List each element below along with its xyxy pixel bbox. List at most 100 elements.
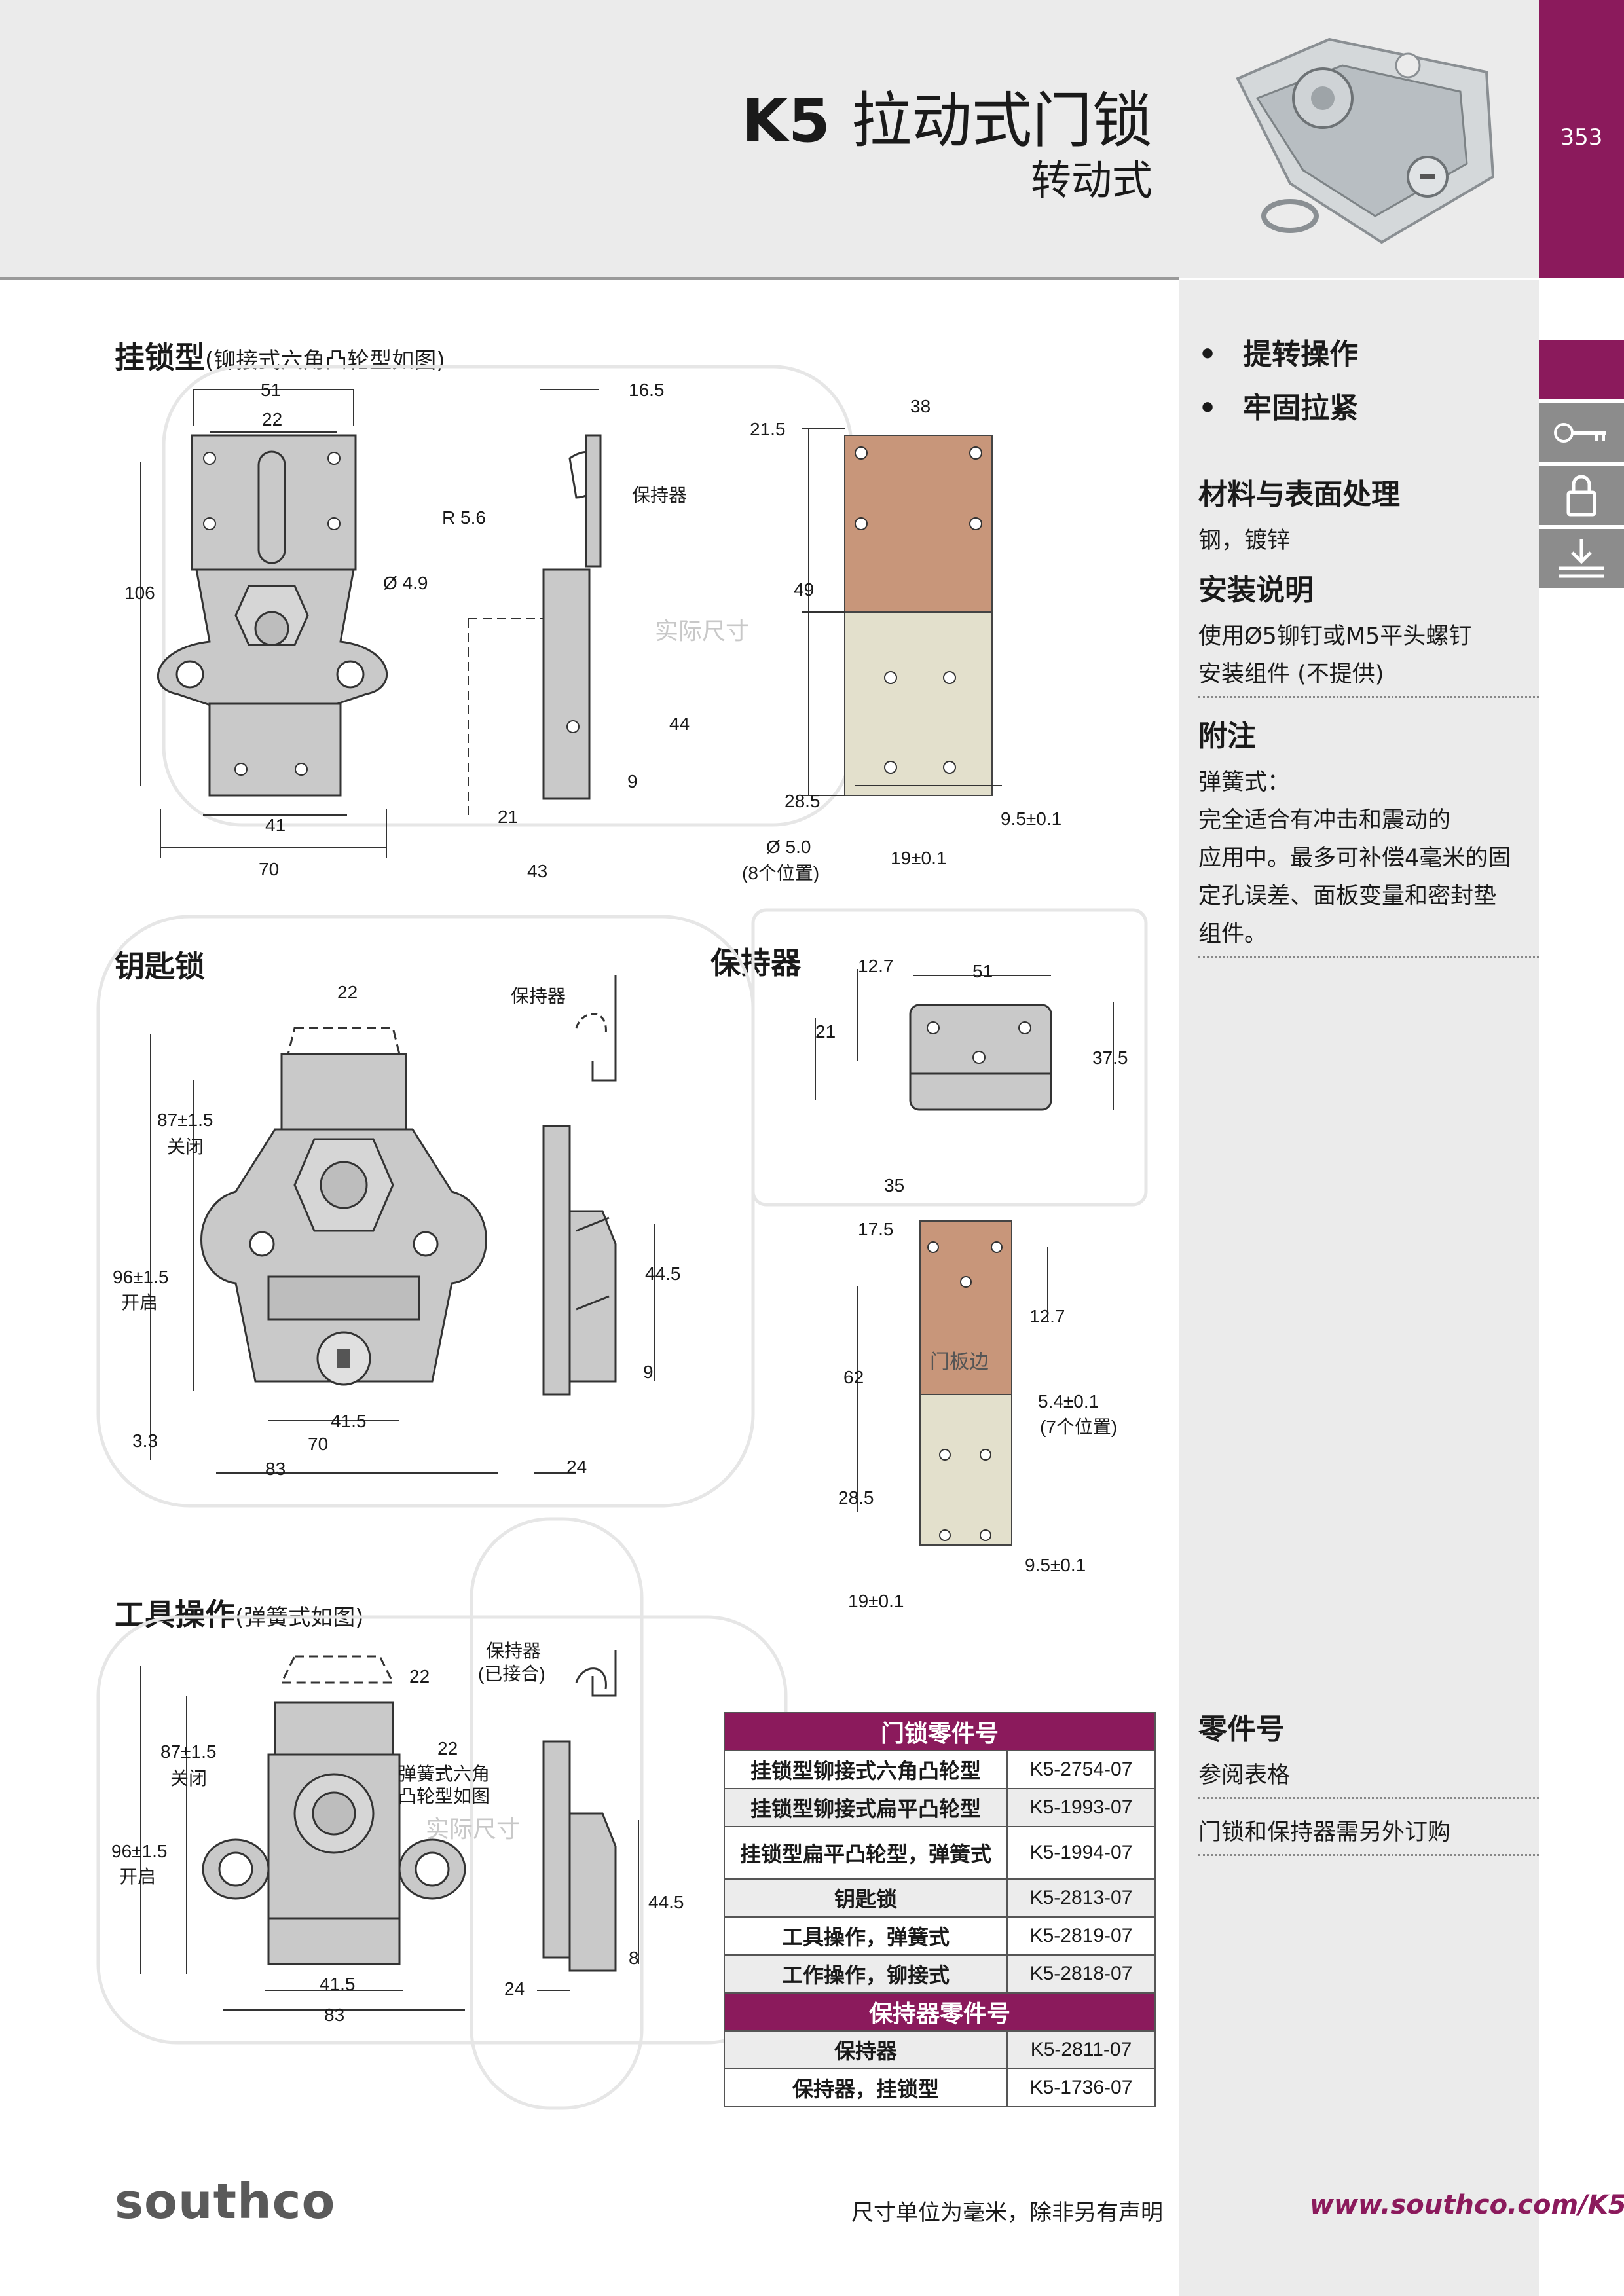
part-name: 保持器 [724, 2030, 1008, 2069]
label-keeper-engaged-1: 保持器 [486, 1641, 542, 1661]
part-code: K5-2811-07 [1006, 2030, 1156, 2069]
header-divider [0, 277, 1179, 280]
watermark-actual-size: 实际尺寸 [655, 617, 750, 644]
dim-44-5-tool: 44.5 [648, 1892, 684, 1912]
part-code: K5-1994-07 [1006, 1826, 1156, 1880]
label-keeper-engaged-2: (已接合) [478, 1664, 545, 1684]
divider [1198, 1854, 1539, 1856]
sidebar-parts: 零件号 参阅表格 门锁和保持器需另外订购 [1198, 1699, 1539, 1870]
padlock-icon [1566, 475, 1596, 517]
label-keeper-keylock: 保持器 [511, 986, 566, 1006]
label-door-edge: 门板边 [930, 1351, 989, 1373]
notes-heading: 附注 [1198, 720, 1256, 753]
dim-43: 43 [527, 861, 548, 881]
dim-70-keylock: 70 [308, 1434, 329, 1454]
padlock-label: 挂锁型 [115, 340, 205, 375]
dim-8-tool: 8 [629, 1948, 639, 1968]
label-closed-tool: 关闭 [170, 1768, 208, 1789]
section-padlock-label: 挂锁型(铆接式六角凸轮型如图) [115, 334, 445, 377]
install-text-2: 安装组件 (不提供) [1198, 661, 1384, 687]
dim-106: 106 [124, 583, 155, 603]
units-note: 尺寸单位为毫米，除非另有声明 [851, 2200, 1163, 2226]
tab-current[interactable] [1539, 340, 1624, 399]
dim-21: 21 [498, 807, 519, 827]
section-keeper-label: 保持器 [710, 945, 801, 981]
dim-51-keeper: 51 [972, 961, 993, 981]
website-link[interactable]: www.southco.com/K5 [1310, 2190, 1624, 2220]
material-heading: 材料与表面处理 [1198, 478, 1400, 511]
dim-70: 70 [259, 859, 280, 879]
dim-9: 9 [627, 771, 638, 792]
parts-heading: 零件号 [1198, 1713, 1285, 1746]
notes-text-5: 组件。 [1198, 921, 1268, 947]
part-name: 挂锁型铆接式六角凸轮型 [724, 1750, 1008, 1789]
section-keylock-label: 钥匙锁 [115, 949, 205, 984]
page-number: 353 [1560, 124, 1603, 151]
dim-5-4: 5.4±0.1 [1038, 1391, 1099, 1412]
label-open-tool: 开启 [119, 1867, 157, 1887]
divider [1198, 696, 1539, 698]
part-name: 工具操作，弹簧式 [724, 1916, 1008, 1956]
feature-2: 牢固拉紧 [1198, 384, 1539, 426]
dim-83: 83 [265, 1459, 286, 1479]
part-code: K5-1993-07 [1006, 1788, 1156, 1827]
product-photo [1236, 37, 1495, 244]
dim-21-keeper: 21 [815, 1021, 836, 1042]
dim-37-5: 37.5 [1092, 1048, 1128, 1068]
dim-28-5-panel: 28.5 [838, 1487, 874, 1508]
latch-header: 门锁零件号 [724, 1712, 1156, 1751]
install-text-1: 使用Ø5铆钉或M5平头螺钉 [1198, 623, 1472, 649]
mounting-icon [1559, 539, 1604, 578]
toolop-side-drawing [542, 1650, 617, 1972]
label-keeper: 保持器 [632, 485, 688, 505]
divider [1198, 1797, 1539, 1799]
dim-24: 24 [566, 1457, 587, 1477]
dim-38: 38 [910, 396, 931, 416]
dim-5-0: Ø 5.0 [766, 837, 811, 857]
dim-9-keylock: 9 [643, 1362, 654, 1382]
dim-17-5: 17.5 [858, 1219, 894, 1239]
notes-text-4: 定孔误差、面板变量和密封垫 [1198, 883, 1497, 909]
parts-text-2: 门锁和保持器需另外订购 [1198, 1819, 1451, 1846]
label-open: 开启 [121, 1292, 158, 1313]
tab-padlock[interactable] [1539, 466, 1624, 525]
category-tabs [1539, 340, 1624, 588]
dim-12-7: 12.7 [858, 956, 894, 976]
dim-9-5: 9.5±0.1 [1001, 809, 1062, 829]
dim-41-5-tool: 41.5 [320, 1974, 356, 1994]
tab-mounting[interactable] [1539, 529, 1624, 588]
part-code: K5-2818-07 [1006, 1954, 1156, 1994]
dim-87-tool: 87±1.5 [160, 1741, 217, 1762]
dim-35: 35 [884, 1175, 905, 1195]
dim-19: 19±0.1 [891, 848, 947, 868]
part-name: 保持器，挂锁型 [724, 2068, 1008, 2107]
label-spring-cam-2: 凸轮型如图 [398, 1786, 490, 1806]
label-spring-cam-1: 弹簧式六角 [398, 1764, 490, 1784]
dim-41: 41 [265, 815, 286, 835]
dim-8-positions: (8个位置) [742, 863, 820, 883]
part-code: K5-2754-07 [1006, 1750, 1156, 1789]
dim-9-5-panel: 9.5±0.1 [1025, 1555, 1086, 1575]
keeper-header: 保持器零件号 [724, 1992, 1156, 2032]
notes-text-2: 完全适合有冲击和震动的 [1198, 807, 1451, 833]
tab-key[interactable] [1539, 403, 1624, 462]
padlock-front-drawing [157, 434, 388, 797]
padlock-side-drawing [468, 434, 602, 818]
watermark-actual-size-2: 实际尺寸 [426, 1815, 521, 1842]
parts-text-1: 参阅表格 [1198, 1762, 1291, 1789]
title-rest: 拉动式门锁 [851, 86, 1153, 156]
dim-7-positions: (7个位置) [1040, 1417, 1118, 1437]
part-name: 挂锁型扁平凸轮型，弹簧式 [724, 1826, 1008, 1880]
dim-3-3: 3.3 [132, 1430, 158, 1451]
toolop-label: 工具操作 [115, 1597, 235, 1632]
toolop-front-drawing [202, 1655, 466, 1965]
dim-44: 44 [669, 714, 690, 734]
keylock-front-drawing [200, 1027, 487, 1386]
southco-logo: southco [115, 2174, 336, 2230]
notes-text-1: 弹簧式： [1198, 769, 1291, 795]
label-closed: 关闭 [167, 1137, 204, 1157]
keeper-panel-drawing [919, 1220, 1012, 1546]
sidebar-content: 提转操作 牢固拉紧 材料与表面处理 钢，镀锌 安装说明 使用Ø5铆钉或M5平头螺… [1198, 331, 1539, 972]
dim-41-5: 41.5 [331, 1411, 367, 1431]
